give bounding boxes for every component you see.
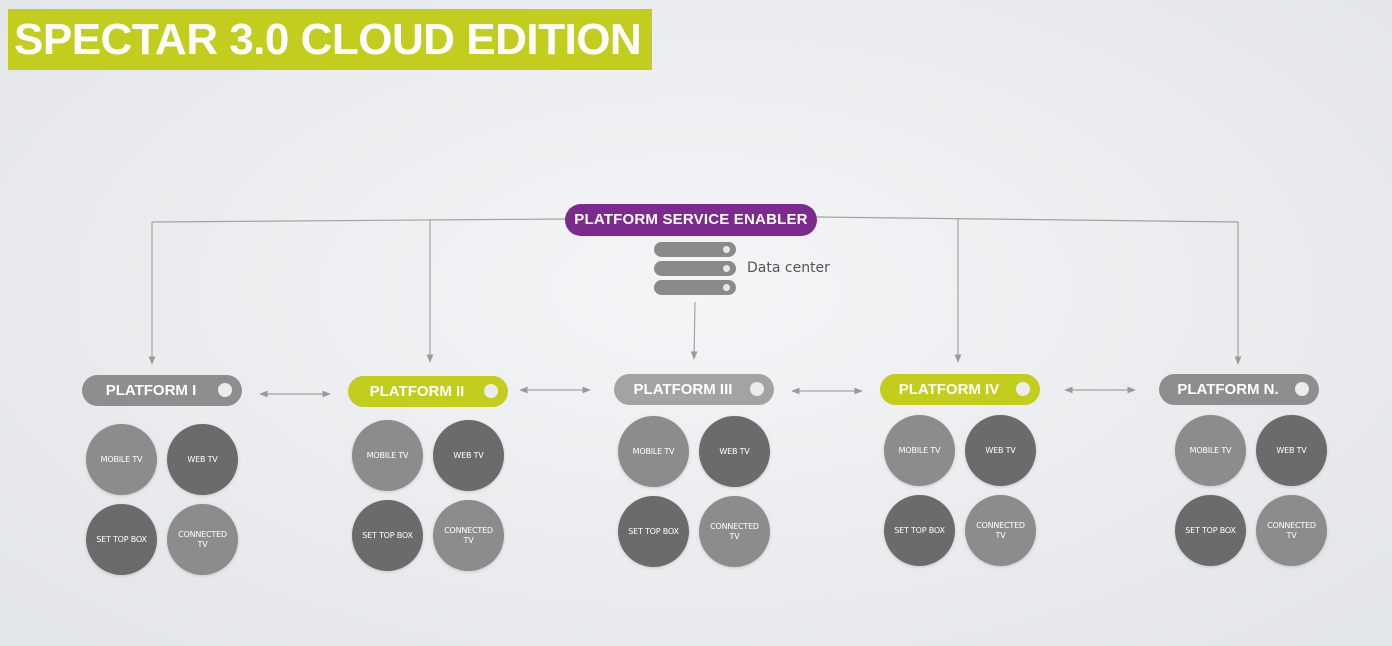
status-dot xyxy=(1295,382,1309,396)
platform-4-pill: PLATFORM IV xyxy=(880,374,1040,405)
data-center-label: Data center xyxy=(747,260,830,276)
device-web-tv: WEB TV xyxy=(699,416,770,487)
server-unit xyxy=(654,261,736,276)
platform-2: PLATFORM II MOBILE TV WEB TV SET TOP BOX… xyxy=(348,376,508,576)
device-mobile-tv: MOBILE TV xyxy=(86,424,157,495)
device-mobile-tv: MOBILE TV xyxy=(884,415,955,486)
device-web-tv: WEB TV xyxy=(1256,415,1327,486)
device-set-top-box: SET TOP BOX xyxy=(884,495,955,566)
device-connected-tv: CONNECTED TV xyxy=(965,495,1036,566)
server-led xyxy=(723,246,730,253)
platform-label: PLATFORM III xyxy=(633,381,733,398)
connector-left xyxy=(151,218,566,223)
platform-2-pill: PLATFORM II xyxy=(348,376,508,407)
device-connected-tv: CONNECTED TV xyxy=(167,504,238,575)
device-set-top-box: SET TOP BOX xyxy=(1175,495,1246,566)
device-web-tv: WEB TV xyxy=(167,424,238,495)
platform-3-pill: PLATFORM III xyxy=(614,374,774,405)
platform-3: PLATFORM III MOBILE TV WEB TV SET TOP BO… xyxy=(614,374,774,574)
page-title: SPECTAR 3.0 CLOUD EDITION xyxy=(8,9,652,70)
device-set-top-box: SET TOP BOX xyxy=(352,500,423,571)
server-unit xyxy=(654,242,736,257)
platform-label: PLATFORM IV xyxy=(898,381,1000,398)
drop-arrow-platform-3 xyxy=(690,301,698,360)
platform-n-pill: PLATFORM N. xyxy=(1159,374,1319,405)
status-dot xyxy=(484,384,498,398)
platform-n: PLATFORM N. MOBILE TV WEB TV SET TOP BOX… xyxy=(1159,374,1327,574)
device-connected-tv: CONNECTED TV xyxy=(1256,495,1327,566)
platform-service-enabler: PLATFORM SERVICE ENABLER xyxy=(565,204,817,236)
device-mobile-tv: MOBILE TV xyxy=(618,416,689,487)
device-web-tv: WEB TV xyxy=(965,415,1036,486)
server-led xyxy=(723,265,730,272)
platform-label: PLATFORM II xyxy=(369,383,465,400)
connector-right xyxy=(816,216,1239,223)
status-dot xyxy=(1016,382,1030,396)
status-dot xyxy=(218,383,232,397)
platform-label: PLATFORM I xyxy=(105,382,197,399)
platform-label: PLATFORM N. xyxy=(1177,381,1279,398)
server-rack-icon xyxy=(654,242,736,296)
device-set-top-box: SET TOP BOX xyxy=(618,496,689,567)
platform-1-pill: PLATFORM I xyxy=(82,375,242,406)
server-unit xyxy=(654,280,736,295)
device-connected-tv: CONNECTED TV xyxy=(699,496,770,567)
device-web-tv: WEB TV xyxy=(433,420,504,491)
server-led xyxy=(723,284,730,291)
device-connected-tv: CONNECTED TV xyxy=(433,500,504,571)
platform-4: PLATFORM IV MOBILE TV WEB TV SET TOP BOX… xyxy=(880,374,1040,574)
status-dot xyxy=(750,382,764,396)
device-set-top-box: SET TOP BOX xyxy=(86,504,157,575)
device-mobile-tv: MOBILE TV xyxy=(1175,415,1246,486)
device-mobile-tv: MOBILE TV xyxy=(352,420,423,491)
platform-1: PLATFORM I MOBILE TV WEB TV SET TOP BOX … xyxy=(82,375,242,575)
